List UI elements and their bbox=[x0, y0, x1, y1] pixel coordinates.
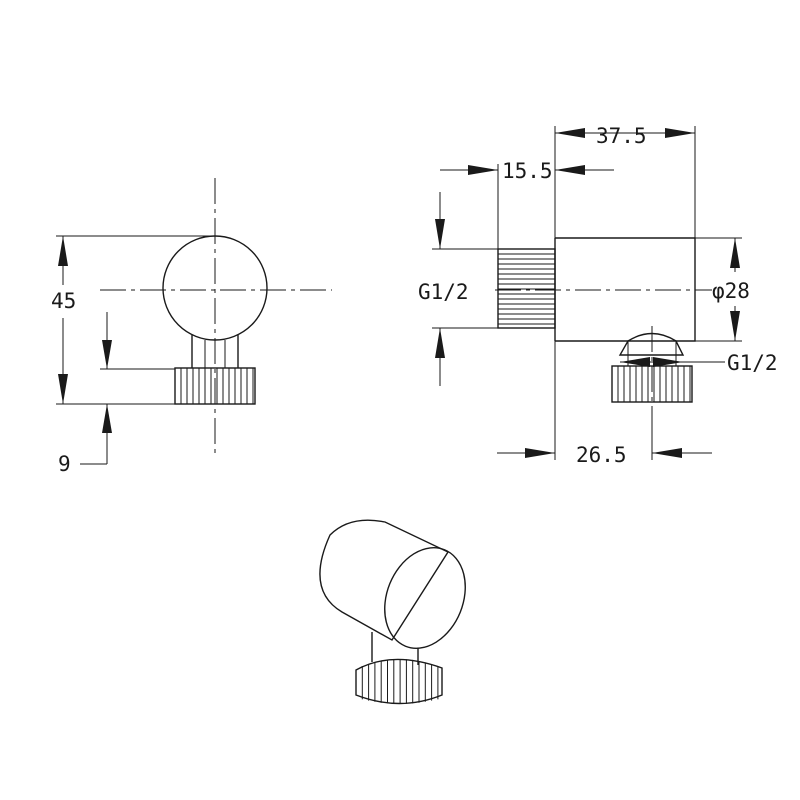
dim-g12-inlet-label: G1/2 bbox=[418, 280, 469, 304]
iso-neck bbox=[371, 632, 419, 665]
front-neck-inner bbox=[204, 340, 226, 368]
iso-thread bbox=[355, 658, 443, 705]
side-outlet-neck bbox=[618, 332, 685, 356]
dim-phi28-arrow-top bbox=[730, 238, 740, 268]
dim-g12-outlet-label: G1/2 bbox=[727, 351, 778, 375]
iso-body-end-face bbox=[384, 547, 466, 649]
dim-37-5-arrow-left bbox=[555, 128, 585, 138]
dim-9-arrow-bottom bbox=[102, 404, 112, 433]
dim-15-5-arrow-right bbox=[555, 165, 585, 175]
dim-45-arrow-top bbox=[58, 236, 68, 266]
dim-37-5-arrow-right bbox=[665, 128, 695, 138]
dim-9-label: 9 bbox=[58, 452, 71, 476]
dim-15-5-label: 15.5 bbox=[502, 159, 553, 183]
dim-g12-inlet-arrow-top bbox=[435, 219, 445, 249]
side-inlet-thread bbox=[497, 248, 556, 329]
dim-45-arrow-bottom bbox=[58, 374, 68, 404]
dim-g12-inlet-arrow-bottom bbox=[435, 328, 445, 358]
dim-phi28-arrow-bottom bbox=[730, 311, 740, 341]
side-view: 37.5 15.5 G1/2 φ28 G1/2 bbox=[418, 124, 778, 467]
isometric-view bbox=[319, 519, 466, 705]
dim-26-5-arrow-right bbox=[652, 448, 682, 458]
dim-26-5-arrow-left bbox=[525, 448, 555, 458]
dim-15-5-arrow-left bbox=[468, 165, 498, 175]
iso-body bbox=[319, 519, 450, 641]
side-outlet-thread bbox=[611, 365, 693, 403]
dim-37-5-label: 37.5 bbox=[596, 124, 647, 148]
dim-26-5-label: 26.5 bbox=[576, 443, 627, 467]
dim-g12-outlet-arrow-right bbox=[653, 357, 683, 367]
front-neck bbox=[191, 335, 239, 368]
dim-phi28-label: φ28 bbox=[712, 279, 750, 303]
dim-9-arrow-top bbox=[102, 340, 112, 369]
front-thread bbox=[174, 367, 256, 405]
dim-g12-outlet-arrow-left bbox=[620, 357, 650, 367]
front-view: 45 9 bbox=[51, 178, 332, 476]
dim-45-label: 45 bbox=[51, 289, 76, 313]
